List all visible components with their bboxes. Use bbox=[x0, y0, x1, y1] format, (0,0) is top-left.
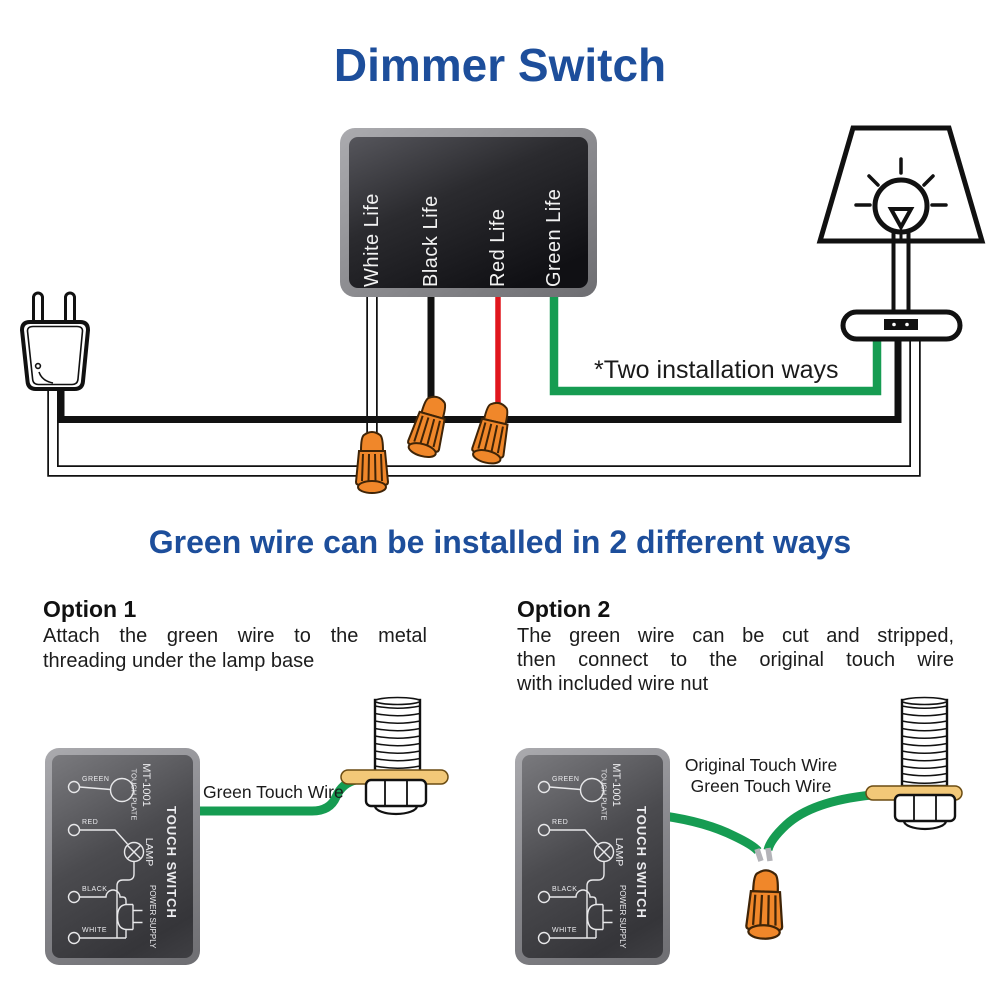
touch-switch-circuit bbox=[537, 777, 615, 945]
terminal-white bbox=[537, 931, 551, 945]
lamp-label: LAMP bbox=[613, 837, 625, 867]
option1-text-line1: Attach the green wire to the metal bbox=[43, 625, 427, 647]
terminal-label-green: GREEN bbox=[82, 776, 110, 783]
wire-nut-white bbox=[355, 431, 389, 494]
wire-nut-black bbox=[404, 391, 454, 462]
threaded-rod-icon bbox=[900, 696, 949, 788]
plug-symbol-icon bbox=[116, 903, 143, 931]
wire-label-green-life: Green Life bbox=[543, 188, 565, 287]
green-wire-main bbox=[549, 290, 882, 396]
lamp-base-sensor bbox=[884, 319, 918, 330]
bulb-icon bbox=[872, 177, 930, 235]
black-wire-main bbox=[57, 339, 902, 423]
bulb-rays bbox=[854, 157, 948, 207]
terminal-white bbox=[67, 931, 81, 945]
terminal-label-green: GREEN bbox=[552, 776, 580, 783]
touch-plate-label: TOUCH PLATE bbox=[599, 768, 609, 821]
terminal-label-white: WHITE bbox=[552, 927, 578, 934]
terminal-black bbox=[67, 890, 81, 904]
touch-plate-icon bbox=[579, 777, 605, 803]
stripped-wire-end bbox=[765, 847, 773, 862]
touch-switch-panel-option1: GREEN RED BLACK WHITE MT-1001 TOUCH PLAT… bbox=[45, 748, 200, 965]
power-supply-label: POWER SUPPLY bbox=[618, 885, 627, 949]
power-supply-label: POWER SUPPLY bbox=[148, 885, 157, 949]
white-wire-main bbox=[47, 339, 921, 477]
option2-text-line1: The green wire can be cut and stripped, bbox=[517, 625, 954, 647]
option1-assembly bbox=[194, 696, 449, 816]
wire-nut-option2 bbox=[744, 868, 786, 941]
model-number-label: MT-1001 bbox=[610, 763, 622, 807]
option2-wire-callout-line1: Original Touch Wire bbox=[684, 755, 838, 775]
touch-switch-title: TOUCH SWITCH bbox=[164, 806, 179, 919]
model-number-label: MT-1001 bbox=[140, 763, 152, 807]
wire-nut-red bbox=[468, 398, 516, 468]
touch-plate-label: TOUCH PLATE bbox=[129, 768, 139, 821]
green-touch-wire-option2 bbox=[663, 811, 762, 855]
wire-label-red-life: Red Life bbox=[487, 208, 509, 288]
lamp-icon bbox=[816, 125, 986, 342]
stripped-wire-end bbox=[754, 848, 764, 862]
terminal-red bbox=[537, 823, 551, 837]
section-subtitle: Green wire can be installed in 2 differe… bbox=[148, 524, 852, 560]
option2-heading: Option 2 bbox=[517, 596, 611, 622]
terminal-label-red: RED bbox=[82, 819, 99, 826]
touch-switch-circuit bbox=[67, 777, 145, 945]
option1-wire-callout: Green Touch Wire bbox=[203, 782, 344, 802]
page-title: Dimmer Switch bbox=[333, 39, 667, 91]
hex-nut-icon bbox=[893, 793, 957, 831]
lamp-label: LAMP bbox=[143, 837, 155, 867]
touch-switch-title: TOUCH SWITCH bbox=[634, 806, 649, 919]
option2-wire-callout: Original Touch Wire Green Touch Wire bbox=[656, 755, 866, 797]
terminal-green bbox=[537, 780, 551, 794]
terminal-label-white: WHITE bbox=[82, 927, 108, 934]
option1-heading: Option 1 bbox=[43, 596, 137, 622]
option2-text-line2: then connect to the original touch wire bbox=[517, 649, 954, 671]
wire-label-black-life: Black Life bbox=[420, 195, 442, 287]
terminal-label-black: BLACK bbox=[552, 886, 578, 893]
plug-symbol-icon bbox=[586, 903, 613, 931]
threaded-rod-icon bbox=[373, 696, 422, 774]
hex-nut-icon bbox=[364, 778, 428, 816]
terminal-label-red: RED bbox=[552, 819, 569, 826]
touch-switch-panel-face bbox=[52, 755, 193, 958]
terminal-label-black: BLACK bbox=[82, 886, 108, 893]
power-plug-icon bbox=[19, 291, 91, 391]
option1-text-line2: threading under the lamp base bbox=[43, 650, 315, 672]
installation-note: *Two installation ways bbox=[594, 356, 839, 384]
terminal-black bbox=[537, 890, 551, 904]
touch-switch-panel-face bbox=[522, 755, 663, 958]
option2-assembly bbox=[663, 696, 963, 941]
dimmer-box bbox=[340, 128, 597, 297]
original-touch-wire-option2 bbox=[763, 790, 873, 852]
terminal-green bbox=[67, 780, 81, 794]
touch-plate-icon bbox=[109, 777, 135, 803]
option2-text-line3: with included wire nut bbox=[517, 673, 709, 695]
touch-switch-panel-option2: GREEN RED BLACK WHITE MT-1001 TOUCH PLAT… bbox=[515, 748, 670, 965]
wire-label-white-life: White Life bbox=[361, 193, 383, 287]
option2-wire-callout-line2: Green Touch Wire bbox=[690, 776, 832, 796]
bulb-triangle bbox=[887, 207, 915, 232]
terminal-red bbox=[67, 823, 81, 837]
